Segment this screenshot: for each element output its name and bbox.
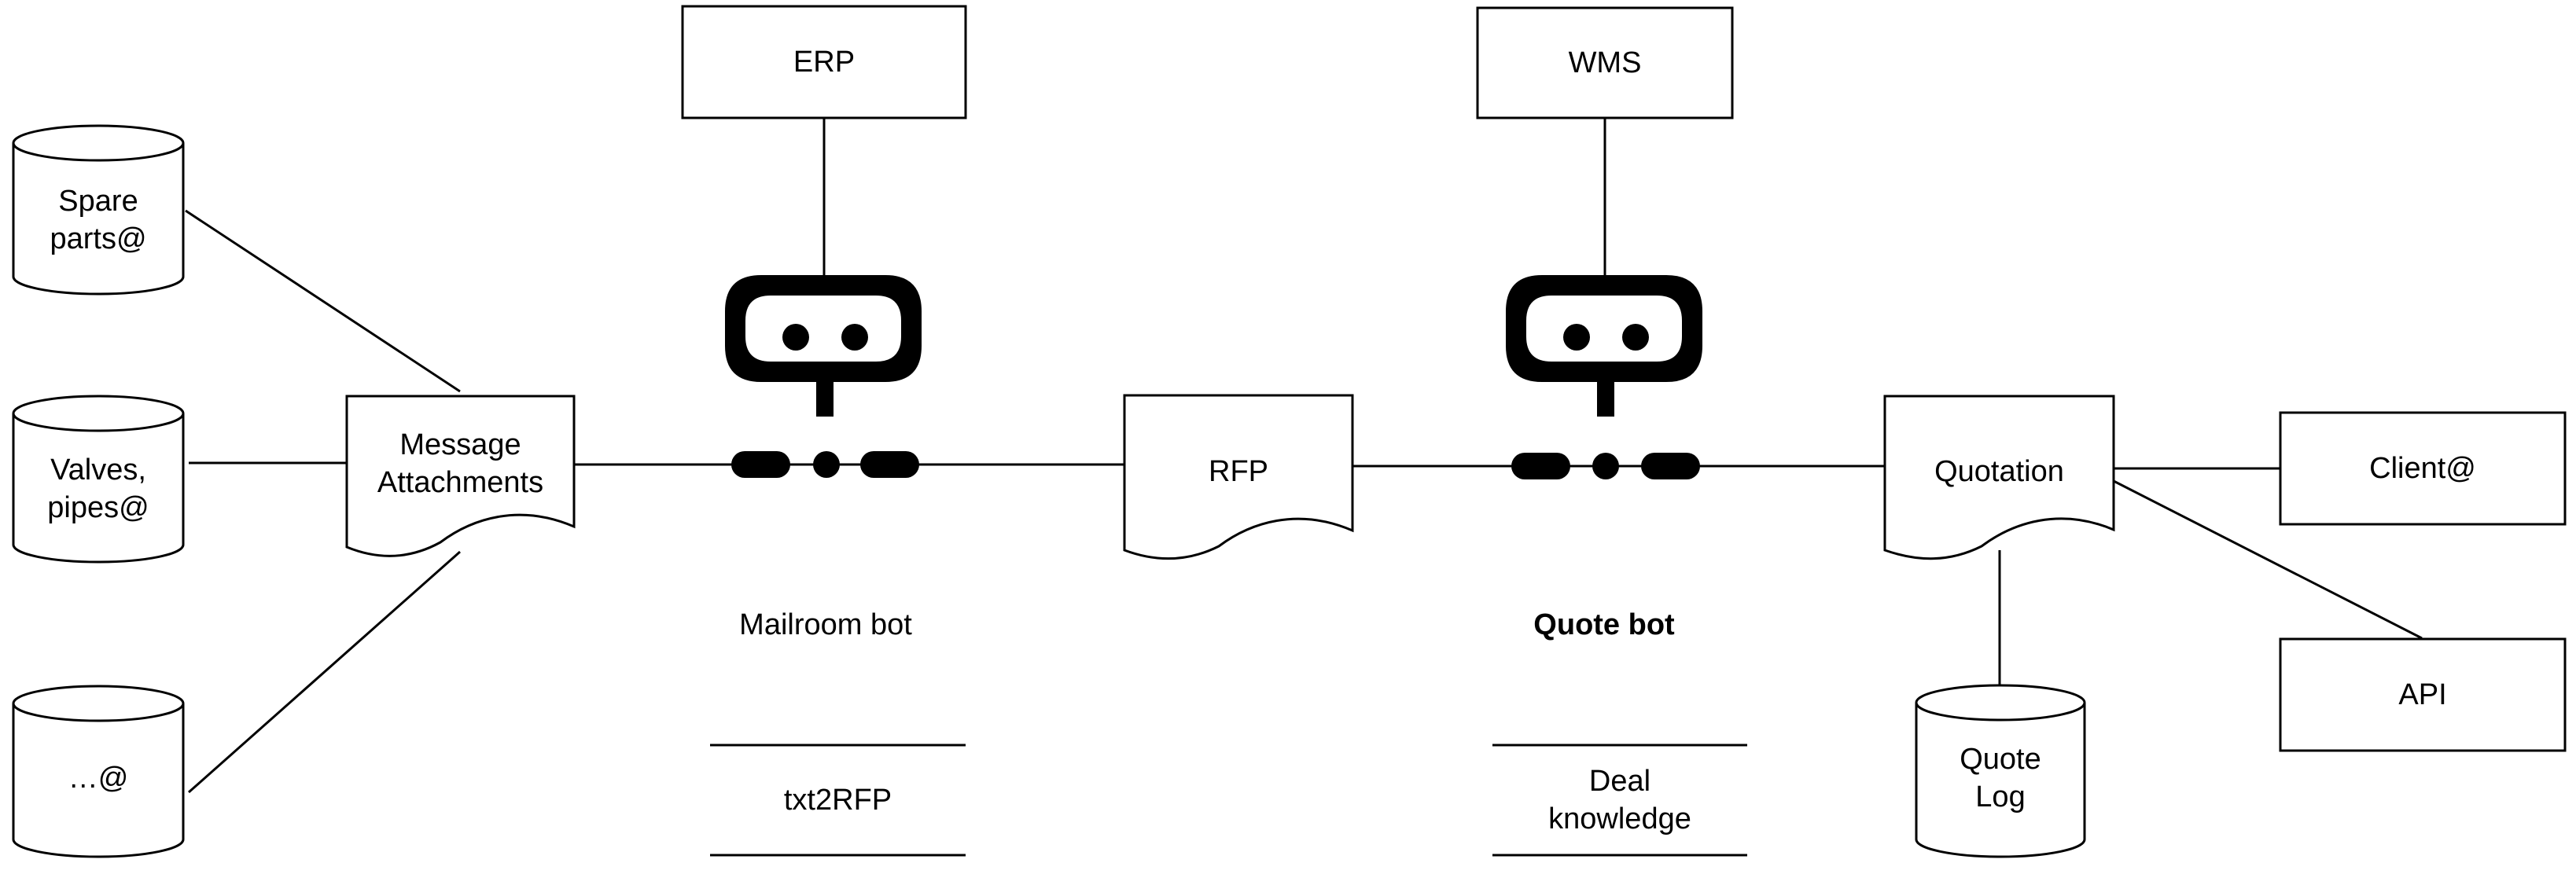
valves-pipes-label: Valves,pipes@ — [47, 454, 149, 524]
quote-log-store — [1915, 684, 2086, 858]
quote-bot-label: Quote bot — [1533, 608, 1675, 641]
other-mailbox-label: …@ — [68, 762, 129, 795]
connector-spare-to-message — [185, 209, 461, 393]
erp-label: ERP — [793, 46, 856, 79]
client-box — [2279, 411, 2567, 526]
spare-parts-store — [12, 124, 185, 296]
deal-knowledge-box — [1492, 744, 1747, 857]
api-box — [2279, 637, 2567, 752]
rfp-label: RFP — [1209, 455, 1268, 488]
rfp-doc — [1123, 394, 1354, 560]
quotation-label: Quotation — [1934, 455, 2064, 488]
message-attachments-doc — [345, 395, 576, 557]
mailroom-bot-label: Mailroom bot — [739, 608, 912, 641]
wms-label: WMS — [1568, 46, 1642, 79]
connector-other-to-message — [188, 550, 461, 794]
api-label: API — [2398, 678, 2447, 711]
valves-pipes-store — [12, 395, 185, 564]
client-label: Client@ — [2369, 452, 2476, 485]
txt2rfp-box — [710, 744, 966, 857]
mailroom-bot-icon — [725, 275, 922, 478]
txt2rfp-label: txt2RFP — [783, 784, 892, 817]
wms-box — [1476, 6, 1734, 119]
quotation-doc — [1883, 395, 2115, 560]
other-mailbox-store — [12, 685, 185, 858]
connector-quotation-to-api — [2113, 479, 2423, 640]
erp-box — [681, 5, 967, 119]
quote-bot-icon — [1506, 275, 1702, 479]
